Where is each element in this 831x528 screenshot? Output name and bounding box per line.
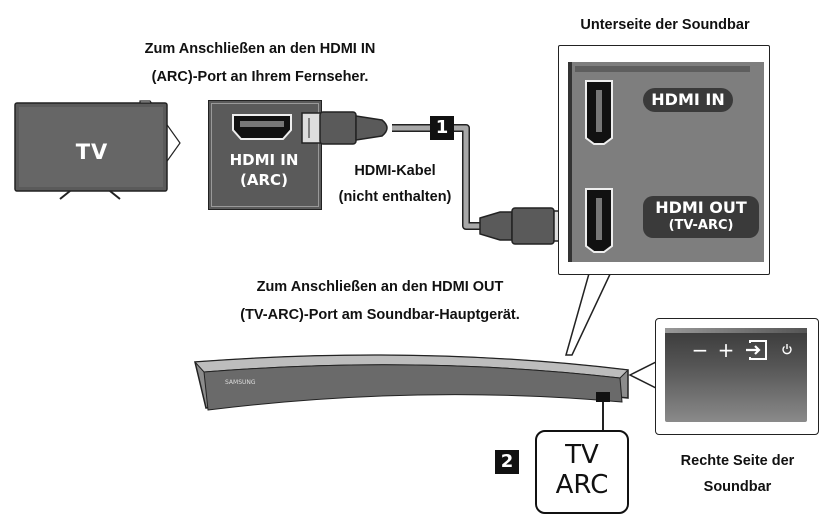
hdmi-in-label: HDMI IN [643,88,733,112]
hdmi-out-port-icon [585,188,613,253]
soundbar-bottom-caption: Unterseite der Soundbar [580,17,750,33]
tv-port-caption-line1: Zum Anschließen an den HDMI IN [144,41,376,57]
tv-arc-badge-line1: TV [565,440,599,470]
tv-label: TV [75,140,109,164]
cable-caption-line2: (nicht enthalten) [338,189,452,205]
volume-up-button[interactable]: + [717,338,735,362]
tv-stand [59,190,121,200]
hdmi-out-label-line2: (TV-ARC) [668,218,734,233]
power-icon [782,344,792,355]
right-side-caption-line2: Soundbar [703,479,772,495]
step-2-badge: 2 [495,450,519,474]
soundbar-port-caption-line2: (TV-ARC)-Port am Soundbar-Hauptgerät. [240,307,520,323]
tv-port-label-line2: (ARC) [240,171,288,189]
hdmi-out-label-line1: HDMI OUT [655,198,747,217]
soundbar-port-caption-line1: Zum Anschließen an den HDMI OUT [256,279,504,295]
hdmi-plug-tv [301,111,388,145]
soundbar-brand: SAMSUNG [225,379,256,386]
tv-port-label-line1: HDMI IN [229,151,299,169]
tv-arc-badge: TV ARC [535,430,629,514]
volume-down-button[interactable]: − [691,338,709,362]
tv-illustration [14,100,181,200]
side-panel-edge [665,328,807,333]
right-side-caption-line1: Rechte Seite der [680,453,795,469]
tv-screen-inner [19,107,163,187]
source-icon [746,340,767,360]
soundbar-side-panel-inner [665,328,807,422]
power-button[interactable] [781,343,793,355]
hdmi-port-icon [232,114,292,140]
tv-arc-badge-line2: ARC [555,470,609,500]
source-button[interactable] [744,339,768,361]
cable-caption-line1: HDMI-Kabel [354,163,436,179]
hdmi-in-port-icon [585,80,613,145]
soundbar-port-marker [596,392,610,402]
step-1-badge: 1 [430,116,454,140]
panel-edge [575,66,750,72]
hdmi-out-label: HDMI OUT (TV-ARC) [643,196,759,238]
tv-port-caption-line2: (ARC)-Port an Ihrem Fernseher. [151,69,369,85]
